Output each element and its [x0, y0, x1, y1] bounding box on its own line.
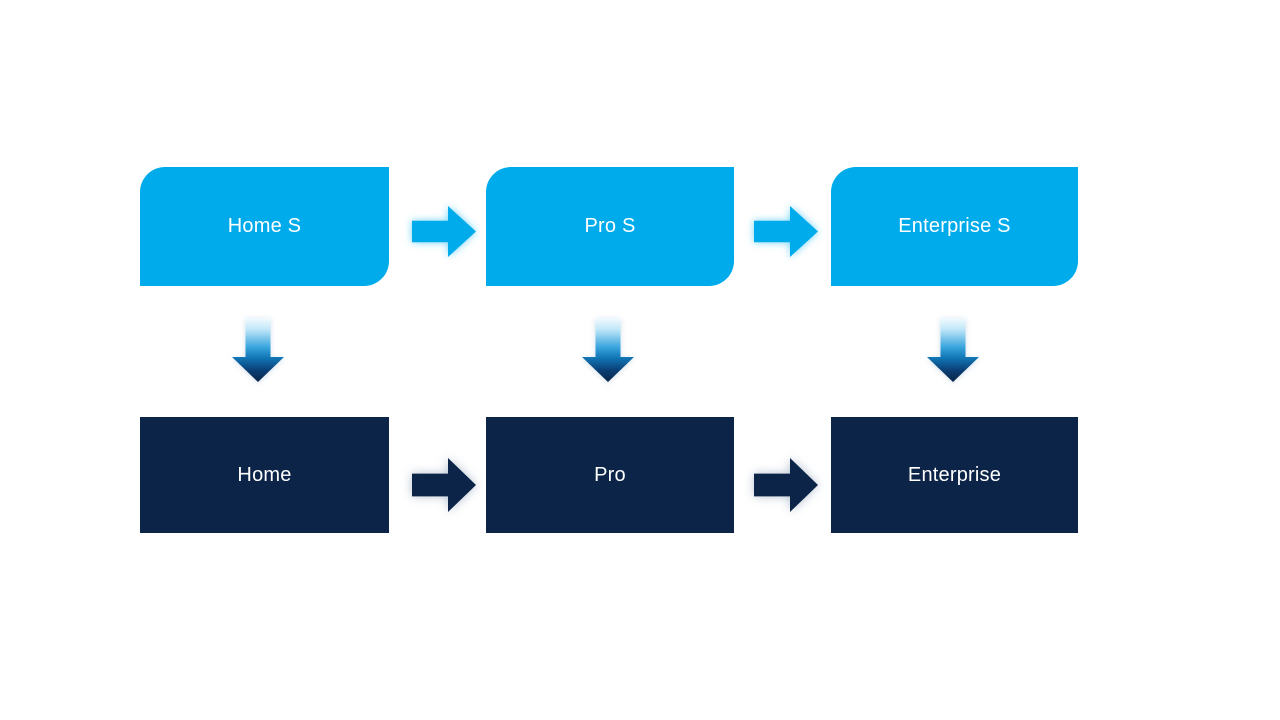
node-home-s-label: Home S: [227, 215, 302, 237]
right-arrow-icon: [754, 206, 818, 257]
node-enterprise-s-label: Enterprise S: [898, 215, 1011, 237]
node-pro: Pro: [486, 417, 734, 533]
node-enterprise-s: Enterprise S: [831, 167, 1078, 286]
down-arrow-icon: [232, 318, 284, 382]
node-pro-label: Pro: [594, 463, 626, 486]
node-enterprise: Enterprise: [831, 417, 1078, 533]
node-pro-s: Pro S: [486, 167, 734, 286]
node-home-label: Home: [237, 463, 292, 486]
right-arrow-icon: [412, 458, 476, 512]
down-arrow-icon: [927, 318, 979, 382]
node-home-s: Home S: [140, 167, 389, 286]
down-arrow-icon: [582, 318, 634, 382]
right-arrow-icon: [412, 206, 476, 257]
node-home: Home: [140, 417, 389, 533]
node-pro-s-label: Pro S: [584, 215, 636, 237]
right-arrow-icon: [754, 458, 818, 512]
node-enterprise-label: Enterprise: [907, 463, 1002, 486]
